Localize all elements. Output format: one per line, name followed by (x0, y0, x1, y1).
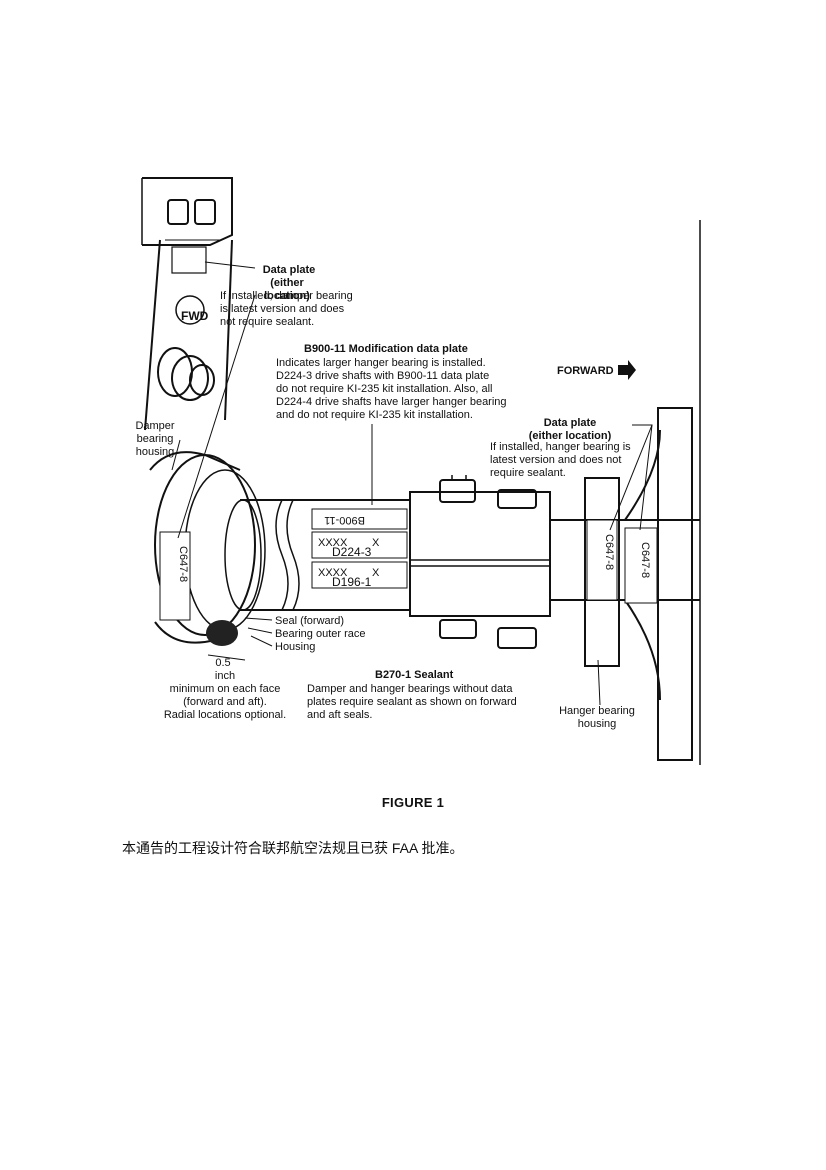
plate-c647-mid: C647-8 (603, 534, 615, 570)
data-plate-right-body: If installed, hanger bearing is latest v… (490, 441, 631, 479)
min-dimension-note: 0.5 inch minimum on each face (forward a… (163, 657, 287, 721)
data-plate-top-label: Data plate (either location) (262, 264, 316, 302)
forward-label: FORWARD (557, 365, 614, 377)
plate-d224: D224-3 (332, 545, 372, 559)
plate-c647-right: C647-8 (639, 542, 651, 578)
seal-labels: Seal (forward) Bearing outer race Housin… (275, 615, 366, 653)
b900-11-title: B900-11 Modification data plate (304, 343, 468, 355)
figure-caption: FIGURE 1 (381, 795, 445, 810)
b270-1-title: B270-1 Sealant (375, 669, 454, 681)
data-plate-right-label: Data plate (either location) (528, 417, 612, 442)
plate-xxxx-2: XXXX (318, 567, 348, 579)
b900-11-body: Indicates larger hanger bearing is insta… (276, 357, 507, 421)
plate-c647-left: C647-8 (177, 546, 189, 582)
hanger-bearing-housing-label: Hanger bearing housing (559, 705, 635, 730)
plate-xxxx-1: XXXX (318, 537, 348, 549)
faa-approval-note: 本通告的工程设计符合联邦航空法规且已获 FAA 批准。 (122, 840, 464, 856)
damper-bearing-housing-label: Damper bearing housing (135, 420, 175, 458)
plate-x-1: X (372, 537, 380, 549)
plate-x-2: X (372, 567, 380, 579)
data-plate-top-body: If installed, damper bearing is latest v… (220, 290, 353, 328)
figure-1: B900-11 XXXX X D224-3 XXXX X D196-1 C647… (135, 177, 701, 765)
b270-1-body: Damper and hanger bearings without data … (307, 683, 517, 721)
drive-shaft-illustration: B900-11 XXXX X D224-3 XXXX X D196-1 C647… (141, 177, 701, 765)
fwd-mark: FWD (181, 309, 209, 323)
plate-b900: B900-11 (324, 514, 365, 526)
plate-d196: D196-1 (332, 575, 372, 589)
